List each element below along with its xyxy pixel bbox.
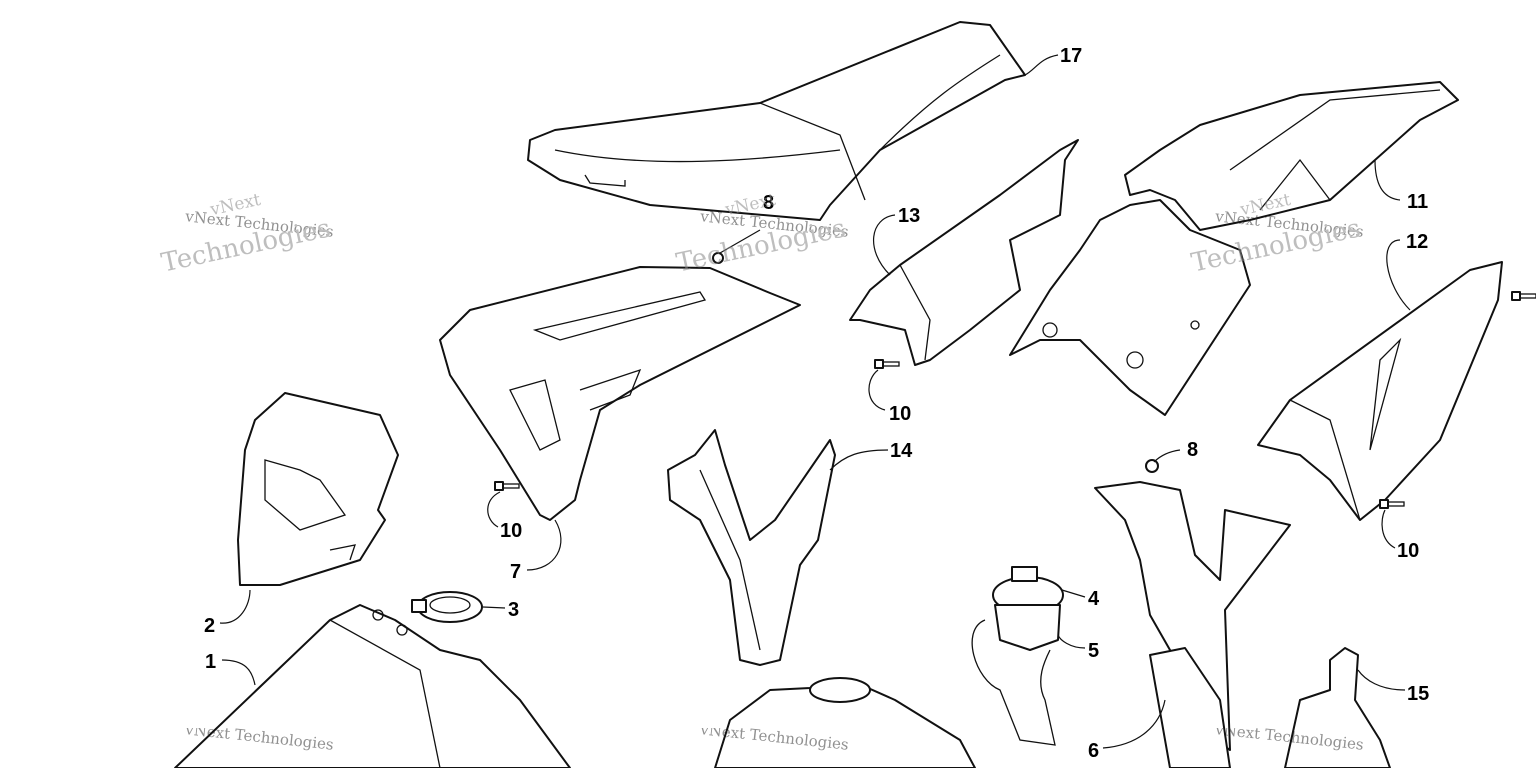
callout-11: 11 xyxy=(1407,191,1428,213)
callout-7: 7 xyxy=(510,561,521,583)
callout-10-left: 10 xyxy=(500,520,522,542)
part-frame-guard xyxy=(667,429,836,666)
bolts xyxy=(494,252,1536,509)
bolt-icon-edge xyxy=(1511,291,1536,301)
callout-8-right: 8 xyxy=(1187,439,1198,461)
bolt-icon-8a xyxy=(712,252,724,264)
part-seat xyxy=(527,21,1026,221)
callout-10-center: 10 xyxy=(889,403,911,425)
part-rear-side-panel xyxy=(1009,199,1251,416)
callout-4: 4 xyxy=(1088,588,1100,610)
part-fuel-pump xyxy=(971,566,1064,746)
callout-6: 6 xyxy=(1088,740,1099,762)
callout-labels: 17 13 11 12 8 10 10 10 7 14 8 2 3 4 5 1 … xyxy=(204,45,1429,762)
bolt-icon-10c xyxy=(1379,499,1405,509)
part-headlight-mask xyxy=(237,392,399,586)
callout-10-right: 10 xyxy=(1397,540,1419,562)
callout-3: 3 xyxy=(508,599,519,621)
callout-12: 12 xyxy=(1406,231,1428,253)
part-left-shroud xyxy=(439,266,801,521)
callout-2: 2 xyxy=(204,615,215,637)
part-small-bracket xyxy=(1284,647,1391,769)
part-side-number-plate xyxy=(1257,261,1503,521)
leader-lines xyxy=(219,54,1411,749)
part-fuel-tank xyxy=(714,677,976,769)
part-front-fender xyxy=(174,604,571,769)
part-right-radiator-shroud xyxy=(1094,481,1291,769)
callout-17: 17 xyxy=(1060,45,1082,67)
callout-13: 13 xyxy=(898,205,920,227)
part-clamp xyxy=(411,591,483,623)
callout-14: 14 xyxy=(890,440,913,462)
bolt-icon-8b xyxy=(1145,459,1159,473)
callout-8-top: 8 xyxy=(763,192,774,214)
callout-15: 15 xyxy=(1407,683,1429,705)
callout-1: 1 xyxy=(205,651,216,673)
bolt-icon-10a xyxy=(494,481,520,491)
callout-5: 5 xyxy=(1088,640,1099,662)
part-shroud-bracket xyxy=(849,139,1079,366)
bolt-icon-10b xyxy=(874,359,900,369)
